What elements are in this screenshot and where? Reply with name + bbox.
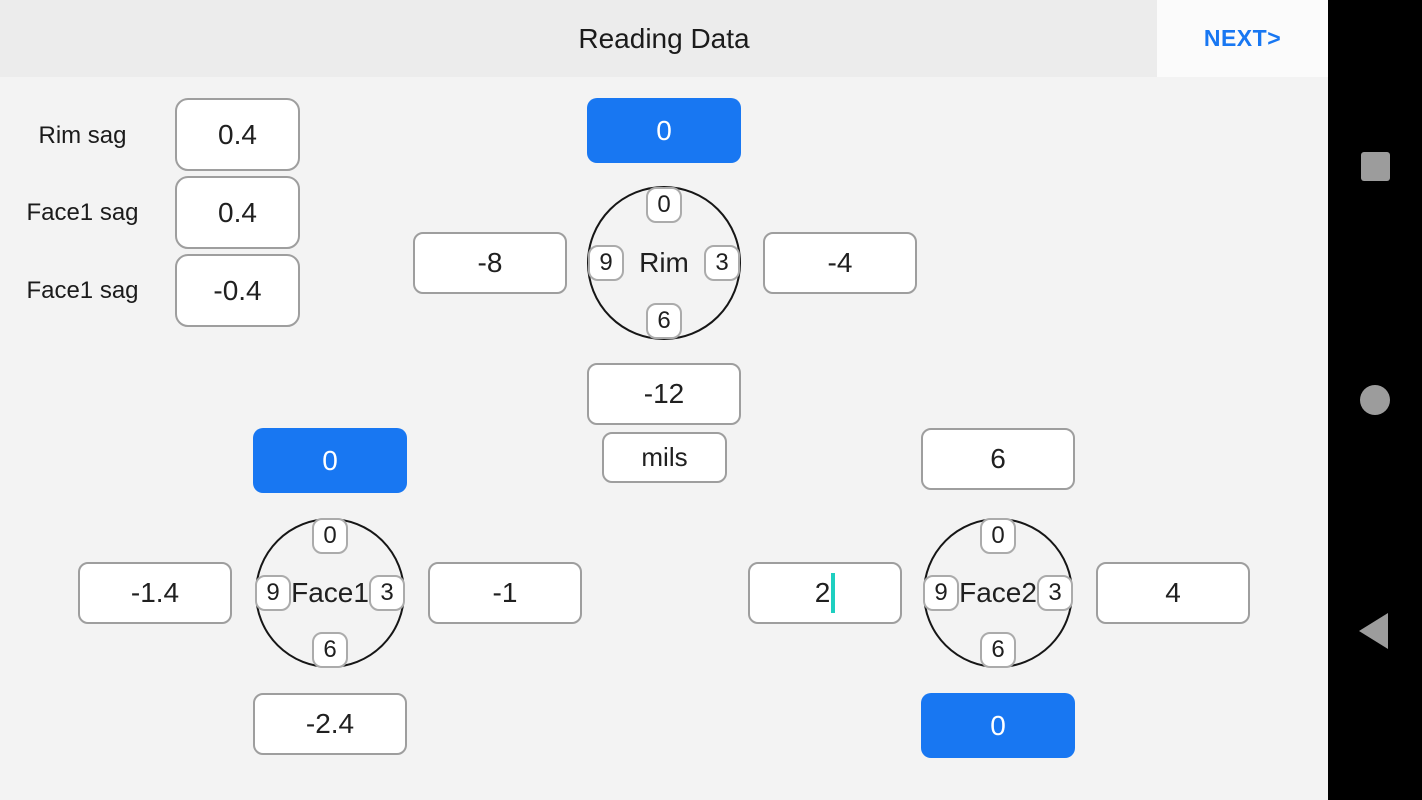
units-button[interactable]: mils: [602, 432, 727, 483]
face2-9oclock-input[interactable]: 2: [748, 562, 902, 624]
face1-sag-label: Face1 sag: [26, 199, 139, 226]
face1-6oclock-input[interactable]: -2.4: [253, 693, 407, 755]
back-icon[interactable]: [1359, 613, 1388, 649]
recent-apps-icon[interactable]: [1361, 152, 1390, 181]
rim-mark-0[interactable]: 0: [646, 187, 682, 223]
face1-mark-0[interactable]: 0: [312, 518, 348, 554]
rim-sag-label: Rim sag: [38, 122, 127, 149]
face1-mark-3[interactable]: 3: [369, 575, 405, 611]
face2-mark-3[interactable]: 3: [1037, 575, 1073, 611]
face1-3oclock-input[interactable]: -1: [428, 562, 582, 624]
android-nav-bar: [1328, 0, 1422, 800]
face2-dial-label: Face2: [959, 577, 1037, 608]
page-title: Reading Data: [578, 22, 750, 54]
text-cursor: [831, 573, 836, 613]
rim-6oclock-input[interactable]: -12: [587, 363, 741, 425]
face2-sag-input[interactable]: -0.4: [175, 254, 300, 327]
face1-zero-button[interactable]: 0: [253, 428, 407, 493]
rim-3oclock-input[interactable]: -4: [763, 232, 917, 294]
face2-sag-label: Face1 sag: [26, 277, 139, 304]
face2-3oclock-input[interactable]: 4: [1096, 562, 1250, 624]
face2-mark-6[interactable]: 6: [980, 632, 1016, 668]
face2-mark-9[interactable]: 9: [923, 575, 959, 611]
face1-dial-label: Face1: [291, 577, 369, 608]
rim-mark-6[interactable]: 6: [646, 303, 682, 339]
face1-mark-9[interactable]: 9: [255, 575, 291, 611]
rim-mark-3[interactable]: 3: [704, 245, 740, 281]
face2-zero-button[interactable]: 0: [921, 693, 1075, 758]
rim-sag-input[interactable]: 0.4: [175, 98, 300, 171]
face2-9oclock-value: 2: [814, 577, 831, 608]
face2-mark-0[interactable]: 0: [980, 518, 1016, 554]
header-bar: Reading Data: [0, 0, 1328, 77]
home-icon[interactable]: [1360, 385, 1390, 415]
face1-9oclock-input[interactable]: -1.4: [78, 562, 232, 624]
face1-mark-6[interactable]: 6: [312, 632, 348, 668]
rim-dial-label: Rim: [639, 247, 689, 278]
next-button-label: NEXT>: [1203, 25, 1282, 51]
rim-zero-button[interactable]: 0: [587, 98, 741, 163]
rim-mark-9[interactable]: 9: [588, 245, 624, 281]
next-button[interactable]: NEXT>: [1157, 0, 1328, 77]
face2-0oclock-input[interactable]: 6: [921, 428, 1075, 490]
face1-sag-input[interactable]: 0.4: [175, 176, 300, 249]
rim-9oclock-input[interactable]: -8: [413, 232, 567, 294]
